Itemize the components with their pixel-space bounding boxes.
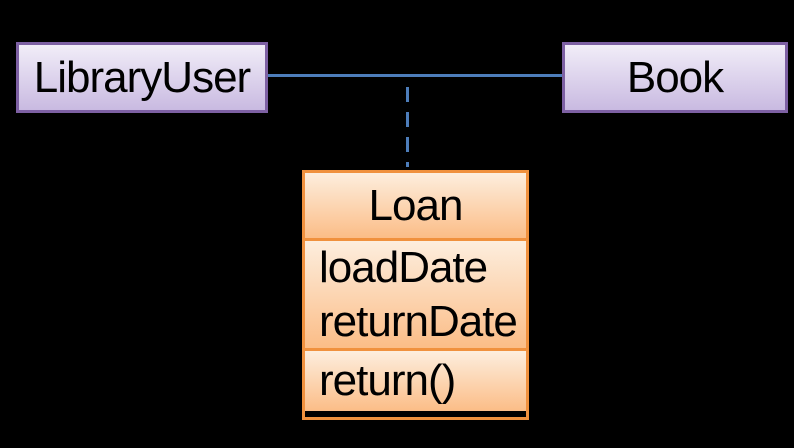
class-name-loan: Loan xyxy=(368,180,464,230)
class-name-book: Book xyxy=(626,52,724,102)
class-box-loan: Loan loadDate returnDate return() xyxy=(302,170,529,420)
class-box-book: Book xyxy=(562,42,788,113)
loan-operations-compartment: return() xyxy=(305,351,526,411)
loan-name-compartment: Loan xyxy=(305,173,526,241)
loan-operation-return: return() xyxy=(319,356,456,405)
loan-attribute-loaddate: loadDate xyxy=(319,242,488,292)
loan-attributes-compartment: loadDate returnDate xyxy=(305,241,526,351)
association-line xyxy=(268,74,562,77)
association-class-dashed-connector xyxy=(406,77,409,167)
loan-attribute-returndate: returnDate xyxy=(319,296,518,346)
class-box-libraryuser: LibraryUser xyxy=(16,42,268,113)
class-name-libraryuser: LibraryUser xyxy=(33,52,251,102)
